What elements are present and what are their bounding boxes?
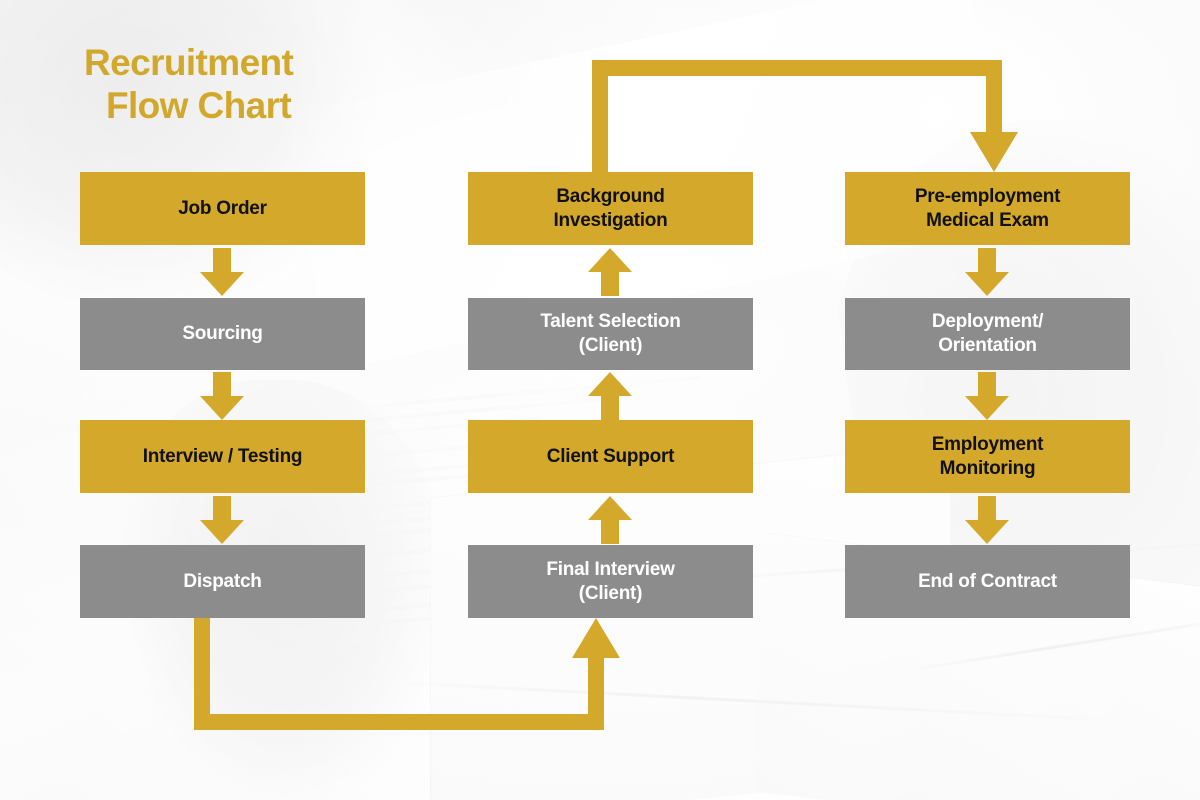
arrow-down-icon	[965, 248, 1009, 296]
node-dispatch-label: Dispatch	[183, 570, 262, 592]
background-streak-3	[902, 610, 1200, 673]
connector-top-arrowhead-icon	[970, 132, 1018, 172]
arrow-down-sourcing-to-interview-testing	[198, 372, 246, 420]
node-sourcing[interactable]: Sourcing	[80, 298, 365, 370]
node-background-investigation-label: Background Investigation	[553, 185, 668, 231]
arrow-down-icon	[200, 248, 244, 296]
node-deployment-orientation[interactable]: Deployment/ Orientation	[845, 298, 1130, 370]
connector-dispatch-to-final-interview	[194, 618, 620, 730]
node-end-of-contract[interactable]: End of Contract	[845, 545, 1130, 618]
page-title-line-2: Flow Chart	[106, 84, 292, 126]
arrow-up-talent-selection-to-background-investigation	[586, 248, 634, 296]
connector-bottom-arrowhead-icon	[572, 618, 620, 658]
node-end-of-contract-label: End of Contract	[918, 570, 1057, 592]
node-client-support[interactable]: Client Support	[468, 420, 753, 493]
node-employment-monitoring-label: Employment Monitoring	[931, 433, 1044, 479]
connector-top-line	[592, 60, 1002, 172]
arrow-up-icon	[588, 248, 632, 296]
node-final-interview-label: Final Interview (Client)	[546, 558, 675, 604]
arrow-up-client-support-to-talent-selection	[586, 372, 634, 420]
node-job-order[interactable]: Job Order	[80, 172, 365, 245]
arrow-up-icon	[588, 496, 632, 544]
arrow-down-icon	[965, 496, 1009, 544]
arrow-up-final-interview-to-client-support	[586, 496, 634, 544]
node-talent-selection[interactable]: Talent Selection (Client)	[468, 298, 753, 370]
node-dispatch[interactable]: Dispatch	[80, 545, 365, 618]
page-title: Recruitment Flow Chart	[84, 42, 294, 128]
connector-bottom-line	[194, 618, 604, 730]
arrow-down-deployment-orientation-to-employment-monitoring	[963, 372, 1011, 420]
arrow-down-employment-monitoring-to-end-of-contract	[963, 496, 1011, 544]
arrow-down-medical-exam-to-deployment-orientation	[963, 248, 1011, 296]
node-sourcing-label: Sourcing	[182, 323, 263, 345]
node-background-investigation[interactable]: Background Investigation	[468, 172, 753, 245]
node-interview-testing[interactable]: Interview / Testing	[80, 420, 365, 493]
node-final-interview[interactable]: Final Interview (Client)	[468, 545, 753, 618]
node-interview-testing-label: Interview / Testing	[142, 445, 303, 467]
node-pre-employment-medical-exam-label: Pre-employment Medical Exam	[914, 185, 1061, 231]
arrow-down-job-order-to-sourcing	[198, 248, 246, 296]
page-title-line-1: Recruitment	[84, 42, 294, 83]
node-client-support-label: Client Support	[546, 445, 675, 467]
arrow-up-icon	[588, 372, 632, 420]
connector-background-investigation-to-medical-exam	[592, 60, 1018, 178]
node-employment-monitoring[interactable]: Employment Monitoring	[845, 420, 1130, 493]
node-pre-employment-medical-exam[interactable]: Pre-employment Medical Exam	[845, 172, 1130, 245]
arrow-down-interview-testing-to-dispatch	[198, 496, 246, 544]
node-job-order-label: Job Order	[178, 197, 267, 219]
arrow-down-icon	[200, 372, 244, 420]
node-deployment-orientation-label: Deployment/ Orientation	[931, 311, 1044, 356]
node-talent-selection-label: Talent Selection (Client)	[540, 311, 681, 356]
arrow-down-icon	[965, 372, 1009, 420]
arrow-down-icon	[200, 496, 244, 544]
